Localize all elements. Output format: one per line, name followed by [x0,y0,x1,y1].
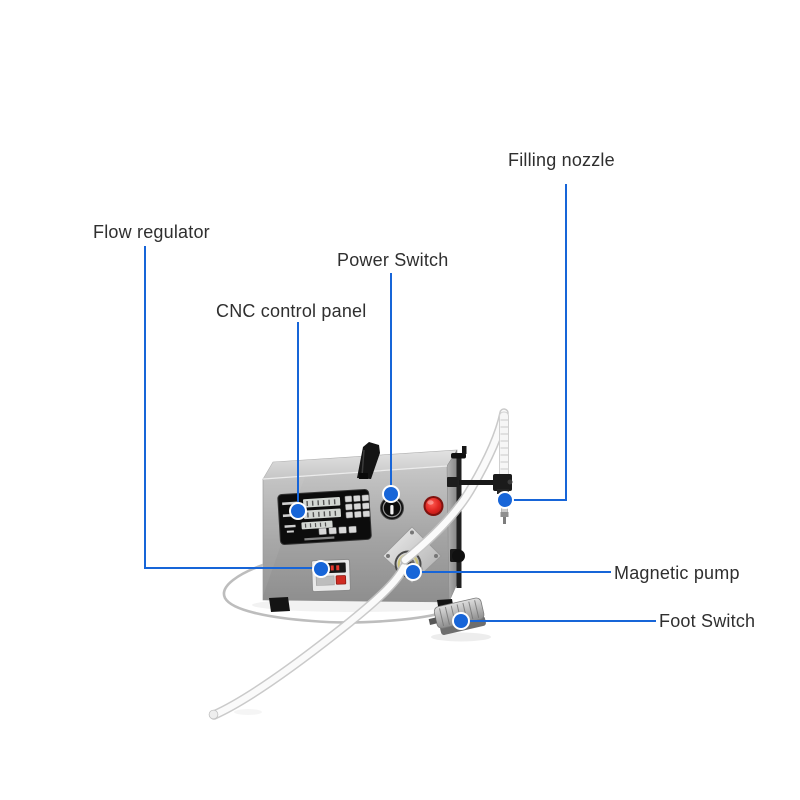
panel-button-grid [318,494,371,536]
foot-switch-marker-dot [454,614,468,628]
rod-clamp-knob [452,549,465,563]
magnetic-pump-label: Magnetic pump [614,563,740,583]
flow-regulator-leader-line [144,246,146,568]
support-rod [447,446,467,588]
power-switch [380,496,404,520]
flow-regulator-leader-line [144,567,322,569]
emergency-red-button [423,496,444,516]
flow-regulator-marker-dot [314,562,328,576]
filling-nozzle [499,411,509,524]
machine-foot-left [269,597,290,612]
flow-regulator-unit [311,558,351,593]
filling-nozzle-marker-dot [498,493,512,507]
carry-handle [357,442,380,479]
suction-tube [208,562,409,720]
cnc-control-panel-leader-line [297,322,299,511]
foot-switch-leader-line [468,620,656,622]
filling-nozzle-leader-line [565,184,567,501]
power-switch-marker-dot [384,487,398,501]
delivery-tube [400,408,509,565]
nozzle-clamp [493,474,512,491]
filling-nozzle-label: Filling nozzle [508,150,615,170]
magnetic-pump-marker-dot [406,565,420,579]
cnc-control-panel-label: CNC control panel [216,301,367,321]
power-cable [222,563,443,624]
flow-regulator-button [335,575,347,585]
nozzle-arm [459,474,513,494]
cnc-control-panel-marker-dot [291,504,305,518]
flow-regulator-label: Flow regulator [93,222,210,242]
power-switch-label: Power Switch [337,250,449,270]
cnc-control-panel [277,488,372,545]
power-switch-leader-line [390,273,392,494]
filling-nozzle-leader-line [505,499,566,501]
magnetic-pump-leader-line [420,571,611,573]
foot-switch-label: Foot Switch [659,611,756,631]
